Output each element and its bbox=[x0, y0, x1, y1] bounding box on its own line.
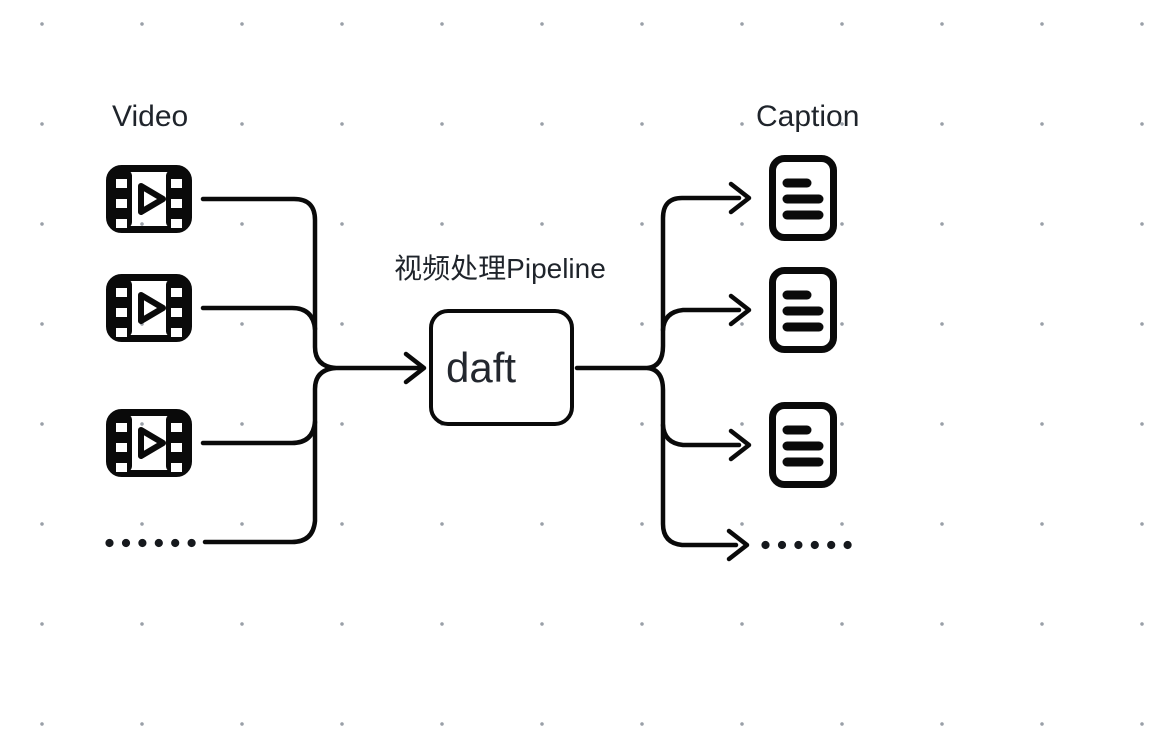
connector-video1-to-box bbox=[200, 196, 425, 371]
connector-trunk-to-caption3 bbox=[660, 422, 742, 448]
pipeline-box: daft bbox=[429, 309, 574, 426]
connector-trunk-to-ellipsis bbox=[645, 365, 739, 548]
video-file-icon bbox=[105, 408, 193, 478]
connector-box-to-caption1 bbox=[574, 195, 742, 371]
video-group-label: Video bbox=[112, 100, 189, 133]
caption-document-icon bbox=[768, 266, 838, 354]
arrowhead-caption1 bbox=[728, 181, 752, 215]
arrowhead-ellipsis-right bbox=[726, 528, 750, 562]
pipeline-box-text: daft bbox=[446, 343, 517, 391]
connector-video3-to-trunk bbox=[200, 419, 318, 446]
pipeline-title: 视频处理Pipeline bbox=[394, 253, 606, 284]
connector-ellipsis-to-trunk bbox=[202, 365, 338, 545]
ellipsis-dots-icon bbox=[102, 535, 198, 551]
caption-document-icon bbox=[768, 401, 838, 489]
arrowhead-caption3 bbox=[728, 428, 752, 462]
connector-trunk-to-caption2 bbox=[660, 307, 742, 333]
ellipsis-dots-icon bbox=[758, 537, 854, 553]
arrowhead-into-box bbox=[403, 351, 427, 385]
caption-document-icon bbox=[768, 154, 838, 242]
arrowhead-caption2 bbox=[728, 293, 752, 327]
connector-video2-to-trunk bbox=[200, 305, 318, 332]
caption-group-label: Caption bbox=[756, 100, 860, 133]
video-file-icon bbox=[105, 273, 193, 343]
video-file-icon bbox=[105, 164, 193, 234]
